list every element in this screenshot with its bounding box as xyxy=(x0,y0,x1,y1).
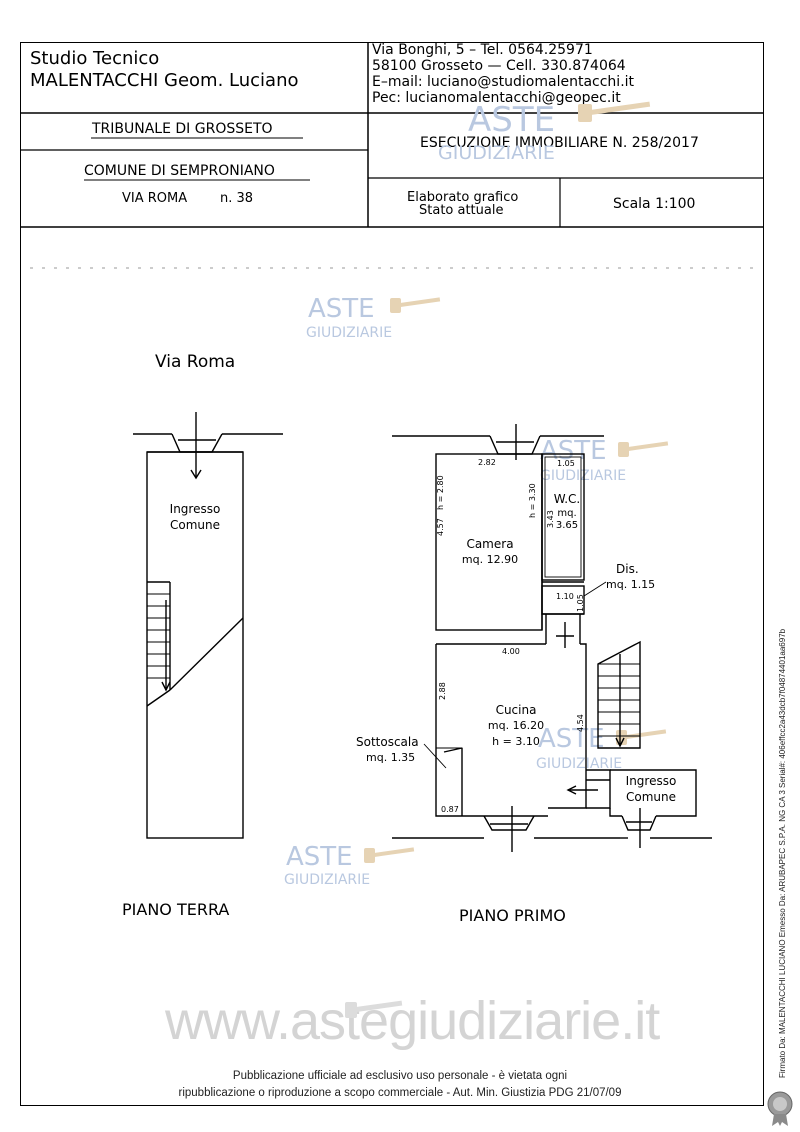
scala-label: Scala 1:100 xyxy=(613,196,696,212)
gavel-icon-3 xyxy=(618,441,669,457)
studio-email: E–mail: luciano@studiomalentacchi.it xyxy=(372,74,635,90)
ground-comune-label: Comune xyxy=(169,518,220,532)
civico-label: n. 38 xyxy=(220,191,254,206)
studio-city: 58100 Grosseto — Cell. 330.874064 xyxy=(372,58,626,74)
watermark-giudiziarie-5: GIUDIZIARIE xyxy=(284,872,371,888)
camera-width: 2.82 xyxy=(478,458,496,467)
ground-floor-plan xyxy=(133,412,283,839)
watermark-aste-2: ASTE xyxy=(308,294,375,324)
cucina-depth-left: 2.88 xyxy=(438,682,447,700)
gavel-icon-1 xyxy=(578,101,651,122)
studio-pec: Pec: lucianomalentacchi@geopec.it xyxy=(372,90,621,106)
street-label: Via Roma xyxy=(155,352,236,372)
first-comune-label: Comune xyxy=(625,790,676,804)
sottoscala-name: Sottoscala xyxy=(356,735,419,749)
stato-label: Stato attuale xyxy=(419,203,504,218)
watermark-giudiziarie-4: GIUDIZIARIE xyxy=(536,756,623,772)
camera-name: Camera xyxy=(466,537,514,551)
watermark-site: www.astegiudiziarie.it xyxy=(165,991,660,1051)
cucina-name: Cucina xyxy=(495,703,537,717)
watermark-aste-3: ASTE xyxy=(540,436,607,466)
cucina-area: mq. 16.20 xyxy=(487,719,545,732)
watermark-giudiziarie-2: GIUDIZIARIE xyxy=(306,325,393,341)
watermark-aste-5: ASTE xyxy=(286,842,353,872)
wc-area-value: 3.65 xyxy=(555,520,579,531)
studio-name: MALENTACCHI Geom. Luciano xyxy=(30,70,299,91)
ground-ingresso-label: Ingresso xyxy=(169,502,221,516)
gavel-icon-6 xyxy=(345,1000,403,1018)
first-ingresso-label: Ingresso xyxy=(625,774,677,788)
piano-terra-title: PIANO TERRA xyxy=(122,900,230,919)
tribunale-label: TRIBUNALE DI GROSSETO xyxy=(92,121,273,137)
wc-area: mq. xyxy=(557,508,577,519)
dis-width: 1.10 xyxy=(556,592,574,601)
watermark-giudiziarie-3: GIUDIZIARIE xyxy=(540,468,627,484)
piano-primo-title: PIANO PRIMO xyxy=(459,906,566,925)
wc-width: 1.05 xyxy=(557,459,575,468)
dis-name: Dis. xyxy=(616,562,639,576)
watermark-giudiziarie-1: GIUDIZIARIE xyxy=(438,142,555,164)
watermark-aste-4: ASTE xyxy=(538,724,605,754)
footer-line1: Pubblicazione ufficiale ad esclusivo uso… xyxy=(232,1070,568,1082)
camera-area: mq. 12.90 xyxy=(461,553,519,566)
elaborato-label: Elaborato grafico xyxy=(407,190,519,205)
page-frame xyxy=(20,42,764,1106)
sottoscala-area: mq. 1.35 xyxy=(366,751,416,764)
esecuzione-label: ESECUZIONE IMMOBILIARE N. 258/2017 xyxy=(420,135,699,151)
studio-address: Via Bonghi, 5 – Tel. 0564.25971 xyxy=(372,42,593,58)
wc-name: W.C. xyxy=(553,492,581,506)
watermark-aste-1: ASTE xyxy=(468,100,556,140)
dis-area: mq. 1.15 xyxy=(606,578,656,591)
footer-line2: ripubblicazione o riproduzione a scopo c… xyxy=(178,1087,622,1099)
cucina-height: h = 3.10 xyxy=(492,735,540,748)
sottoscala-width: 0.87 xyxy=(441,805,459,814)
cucina-width: 4.00 xyxy=(502,647,520,656)
studio-title: Studio Tecnico xyxy=(30,48,160,69)
seal-icon xyxy=(767,1091,793,1126)
cucina-depth-right: 4.54 xyxy=(576,714,585,732)
first-floor-plan xyxy=(392,424,712,852)
digital-signature: Firmato Da: MALENTACCHI LUCIANO Emesso D… xyxy=(778,628,787,1078)
gavel-icon-2 xyxy=(390,297,441,313)
via-label: VIA ROMA xyxy=(122,191,188,206)
gavel-icon-4 xyxy=(616,729,667,745)
gavel-icon-5 xyxy=(364,847,415,863)
comune-label: COMUNE DI SEMPRONIANO xyxy=(84,163,275,179)
